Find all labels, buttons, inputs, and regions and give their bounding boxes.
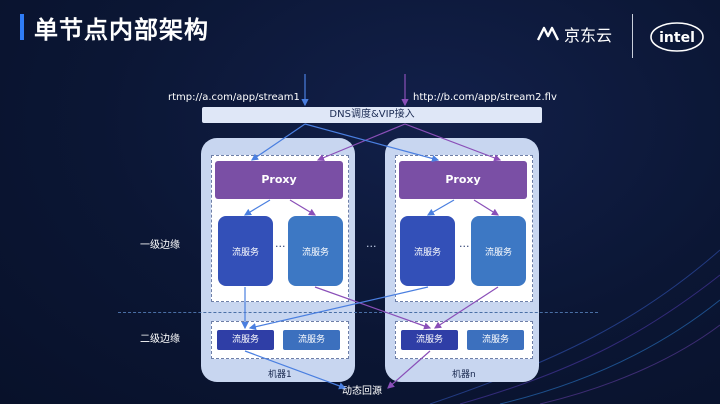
machine-n-proxy: Proxy (399, 161, 527, 199)
machine-n-edge1-service-1: 流服务 (400, 216, 455, 286)
page-title: 单节点内部架构 (34, 16, 209, 44)
jd-cloud-icon (536, 26, 560, 41)
tier-label-edge2: 二级边缘 (140, 334, 180, 345)
between-machines-ellipsis: ... (366, 237, 377, 250)
machine-1-edge1-service-2: 流服务 (288, 216, 343, 286)
url-stream1: rtmp://a.com/app/stream1 (168, 92, 300, 103)
jd-cloud-logo: 京东云 (536, 22, 612, 46)
dynamic-origin-label: 动态回源 (342, 386, 382, 397)
jd-cloud-text: 京东云 (564, 26, 613, 45)
arrow-m1svc2-cross (314, 286, 432, 330)
machine-n-edge2-service-2: 流服务 (467, 330, 524, 350)
machine-n-edge2-service-1: 流服务 (401, 330, 458, 350)
tier-divider (118, 312, 598, 313)
machine-n-edge1-ellipsis: ... (459, 237, 470, 250)
dns-vip-bar: DNS调度&VIP接入 (202, 107, 542, 123)
title-accent-bar (20, 14, 24, 40)
logo-divider (632, 14, 633, 58)
arrow-edge2-mn-to-origin (387, 350, 431, 389)
machine-1-edge1-service-1: 流服务 (218, 216, 273, 286)
arrow-mnsvc1-cross (248, 286, 429, 331)
machine-1-edge1-ellipsis: ... (275, 237, 286, 250)
url-stream2: http://b.com/app/stream2.flv (413, 92, 557, 103)
machine-1-edge2-service-2: 流服务 (283, 330, 340, 350)
intel-logo: intel (650, 22, 704, 52)
arrow-dns-to-proxyn-a (304, 123, 440, 162)
arrow-proxyn-to-svc2 (473, 199, 500, 216)
arrow-edge2-m1-to-origin (244, 350, 347, 390)
machine-1-edge2-service-1: 流服务 (217, 330, 274, 350)
machine-n-edge1-service-2: 流服务 (471, 216, 526, 286)
arrow-mnsvc2-down (433, 286, 499, 329)
arrow-proxy1-to-svc2 (289, 199, 317, 216)
machine-n-label: 机器n (452, 370, 476, 380)
arrow-dns-to-proxy1-b (316, 123, 406, 162)
arrow-proxyn-to-svc1 (426, 199, 455, 216)
arrow-dns-to-proxyn-b (404, 123, 502, 162)
machine-1-proxy: Proxy (215, 161, 343, 199)
intel-logo-text: intel (659, 30, 695, 46)
tier-label-edge1: 一级边缘 (140, 240, 180, 251)
machine-1-label: 机器1 (268, 370, 292, 380)
arrow-proxy1-to-svc1 (243, 199, 271, 216)
arrow-dns-to-proxy1-a (251, 123, 306, 161)
